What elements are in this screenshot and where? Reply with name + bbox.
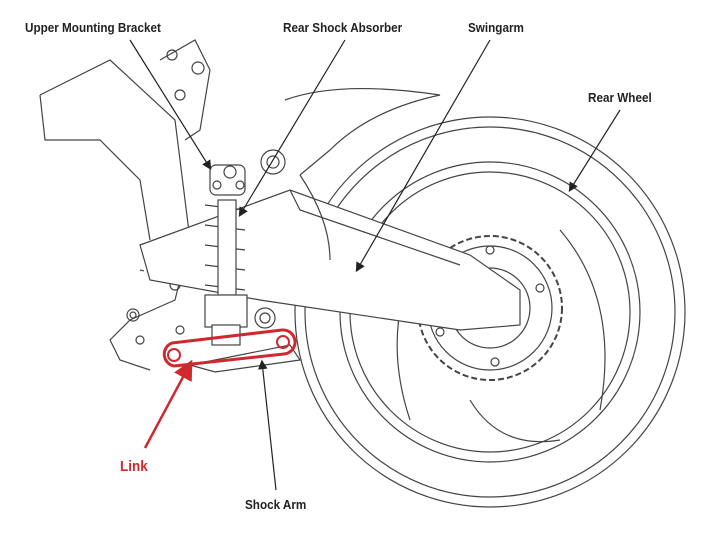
shock-arm-arrow: [258, 359, 277, 491]
link-arrow: [143, 359, 193, 449]
rear-shock-absorber-arrow: [238, 39, 346, 218]
label-upper-mounting-bracket: Upper Mounting Bracket: [25, 20, 161, 35]
swingarm: [139, 88, 521, 331]
label-swingarm: Swingarm: [468, 20, 524, 35]
rear-wheel-arrow: [568, 109, 621, 193]
label-link: Link: [120, 458, 148, 475]
frame: [39, 39, 221, 371]
label-rear-wheel: Rear Wheel: [588, 90, 652, 105]
label-shock-arm: Shock Arm: [245, 497, 307, 512]
upper-mounting-bracket-arrow: [129, 39, 212, 171]
rear-shock-absorber: [204, 149, 286, 346]
swingarm-arrow: [355, 39, 491, 273]
link-highlight: [162, 328, 297, 368]
label-rear-shock-absorber: Rear Shock Absorber: [283, 20, 403, 35]
